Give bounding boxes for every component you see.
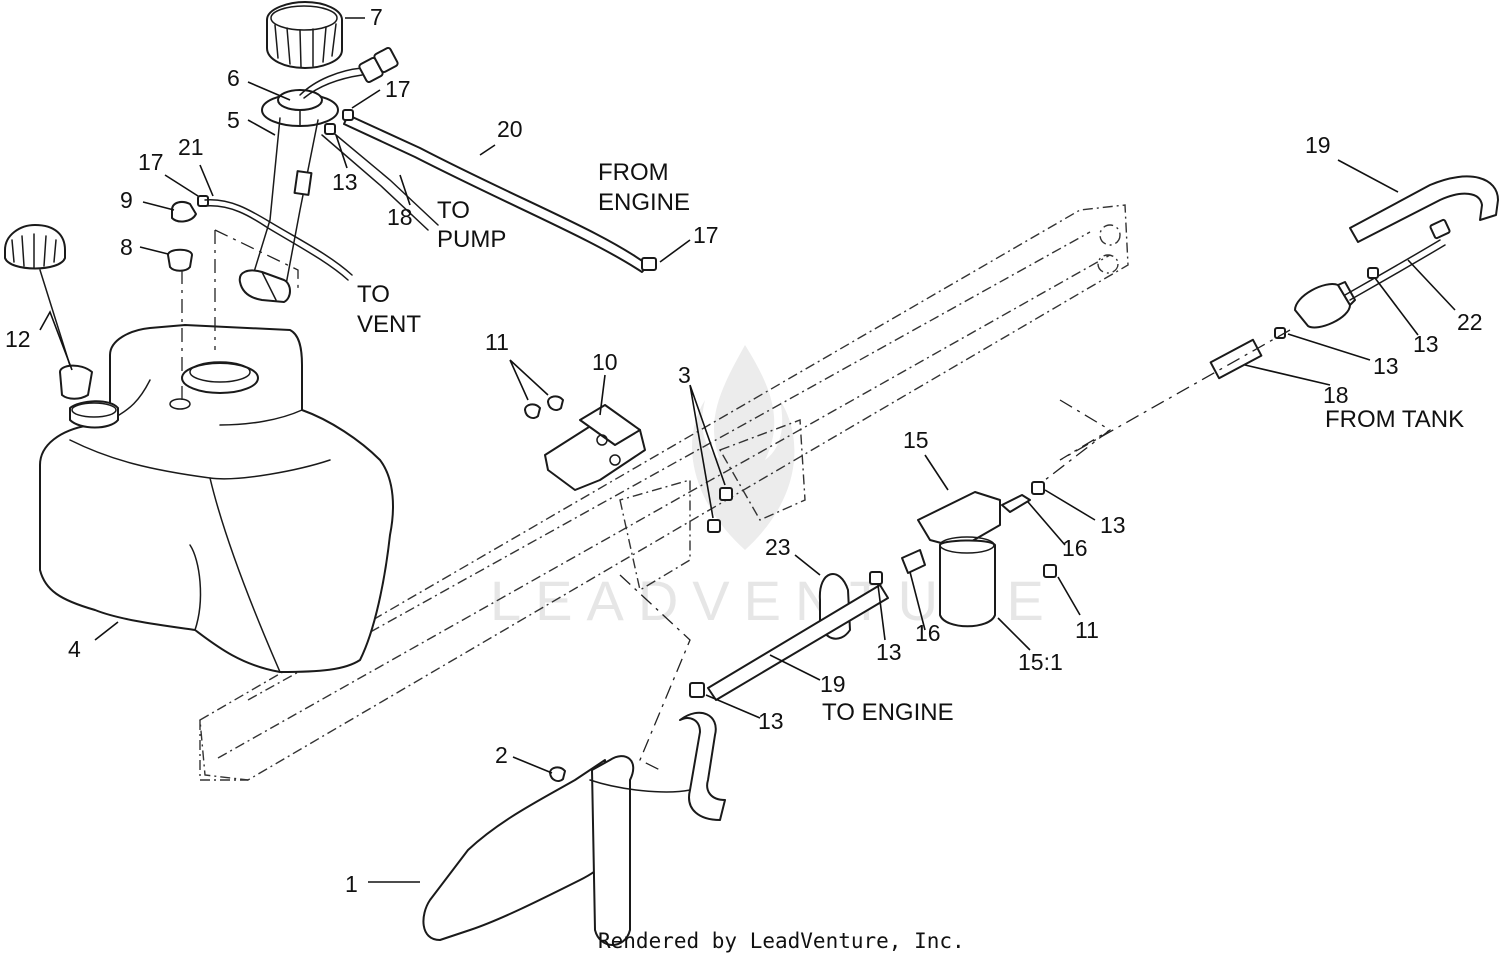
note-to-vent-line1: TO: [357, 281, 390, 308]
callout-13-pump: 13: [1413, 331, 1439, 357]
callout-11-filter: 11: [1075, 617, 1099, 643]
fuel-filter-assembly: [901, 481, 1057, 628]
watermark-flame-icon: [692, 345, 795, 550]
note-to-pump-line1: TO: [437, 197, 470, 224]
note-from-engine-line1: FROM: [598, 159, 669, 186]
hoses-top: [321, 109, 657, 273]
callout-20: 20: [497, 116, 523, 142]
frame-rail: [199, 204, 1129, 781]
note-to-pump-line2: PUMP: [437, 226, 506, 253]
callout-19-top: 19: [1305, 132, 1331, 158]
note-from-engine-line2: ENGINE: [598, 189, 690, 216]
fuel-tank: [39, 324, 394, 673]
callout-17-vent: 17: [138, 149, 164, 175]
callout-6: 6: [227, 65, 240, 91]
callout-13-filter-left: 13: [876, 639, 902, 665]
callout-9: 9: [120, 187, 133, 213]
callout-13-top: 13: [332, 169, 358, 195]
note-to-engine: TO ENGINE: [822, 699, 954, 726]
callout-4: 4: [68, 636, 81, 662]
render-credit: Rendered by LeadVenture, Inc.: [598, 929, 965, 953]
callout-13-bottom: 13: [758, 708, 784, 734]
callout-22: 22: [1457, 309, 1483, 335]
leader-lines: [39, 17, 1456, 883]
callout-21: 21: [178, 134, 204, 160]
callout-17-engine: 17: [693, 222, 719, 248]
callout-12: 12: [5, 326, 31, 352]
callout-11-bracket: 11: [485, 329, 509, 355]
fuel-pump-assembly: [619, 175, 1499, 771]
callout-17-top: 17: [385, 76, 411, 102]
callout-15-1: 15:1: [1018, 649, 1063, 675]
lock-ring: [266, 1, 343, 69]
support-bar: [422, 711, 726, 946]
callout-13-filter-right: 13: [1100, 512, 1126, 538]
callouts: 7 6 5 17 13 18 20 21 17 9 8 17 12 4 11 1…: [5, 4, 1483, 897]
routing-notes: FROM ENGINE TO PUMP TO VENT FROM TANK TO…: [357, 159, 1464, 726]
fuel-cap-assembly: [4, 224, 93, 400]
fuel-sender-assembly: [238, 47, 399, 303]
callout-7: 7: [370, 4, 383, 30]
note-from-tank: FROM TANK: [1325, 406, 1464, 433]
callout-18-top: 18: [387, 204, 413, 230]
rail-bolts: [707, 487, 733, 533]
callout-8: 8: [120, 234, 133, 260]
callout-1: 1: [345, 871, 358, 897]
note-to-vent-line2: VENT: [357, 311, 421, 338]
callout-16-right: 16: [1062, 535, 1088, 561]
callout-19-bottom: 19: [820, 671, 846, 697]
callout-16-left: 16: [915, 620, 941, 646]
vent-fittings: [167, 195, 353, 281]
callout-18-right: 18: [1323, 382, 1349, 408]
assembly-lines-tank: [181, 229, 299, 400]
callout-10: 10: [592, 349, 618, 375]
hose-to-engine: [689, 571, 889, 701]
callout-15: 15: [903, 427, 929, 453]
callout-2: 2: [495, 742, 508, 768]
callout-13-pump-lower: 13: [1373, 353, 1399, 379]
callout-3: 3: [678, 362, 691, 388]
mounting-bracket: [524, 395, 646, 491]
callout-23: 23: [765, 534, 791, 560]
callout-5: 5: [227, 107, 240, 133]
